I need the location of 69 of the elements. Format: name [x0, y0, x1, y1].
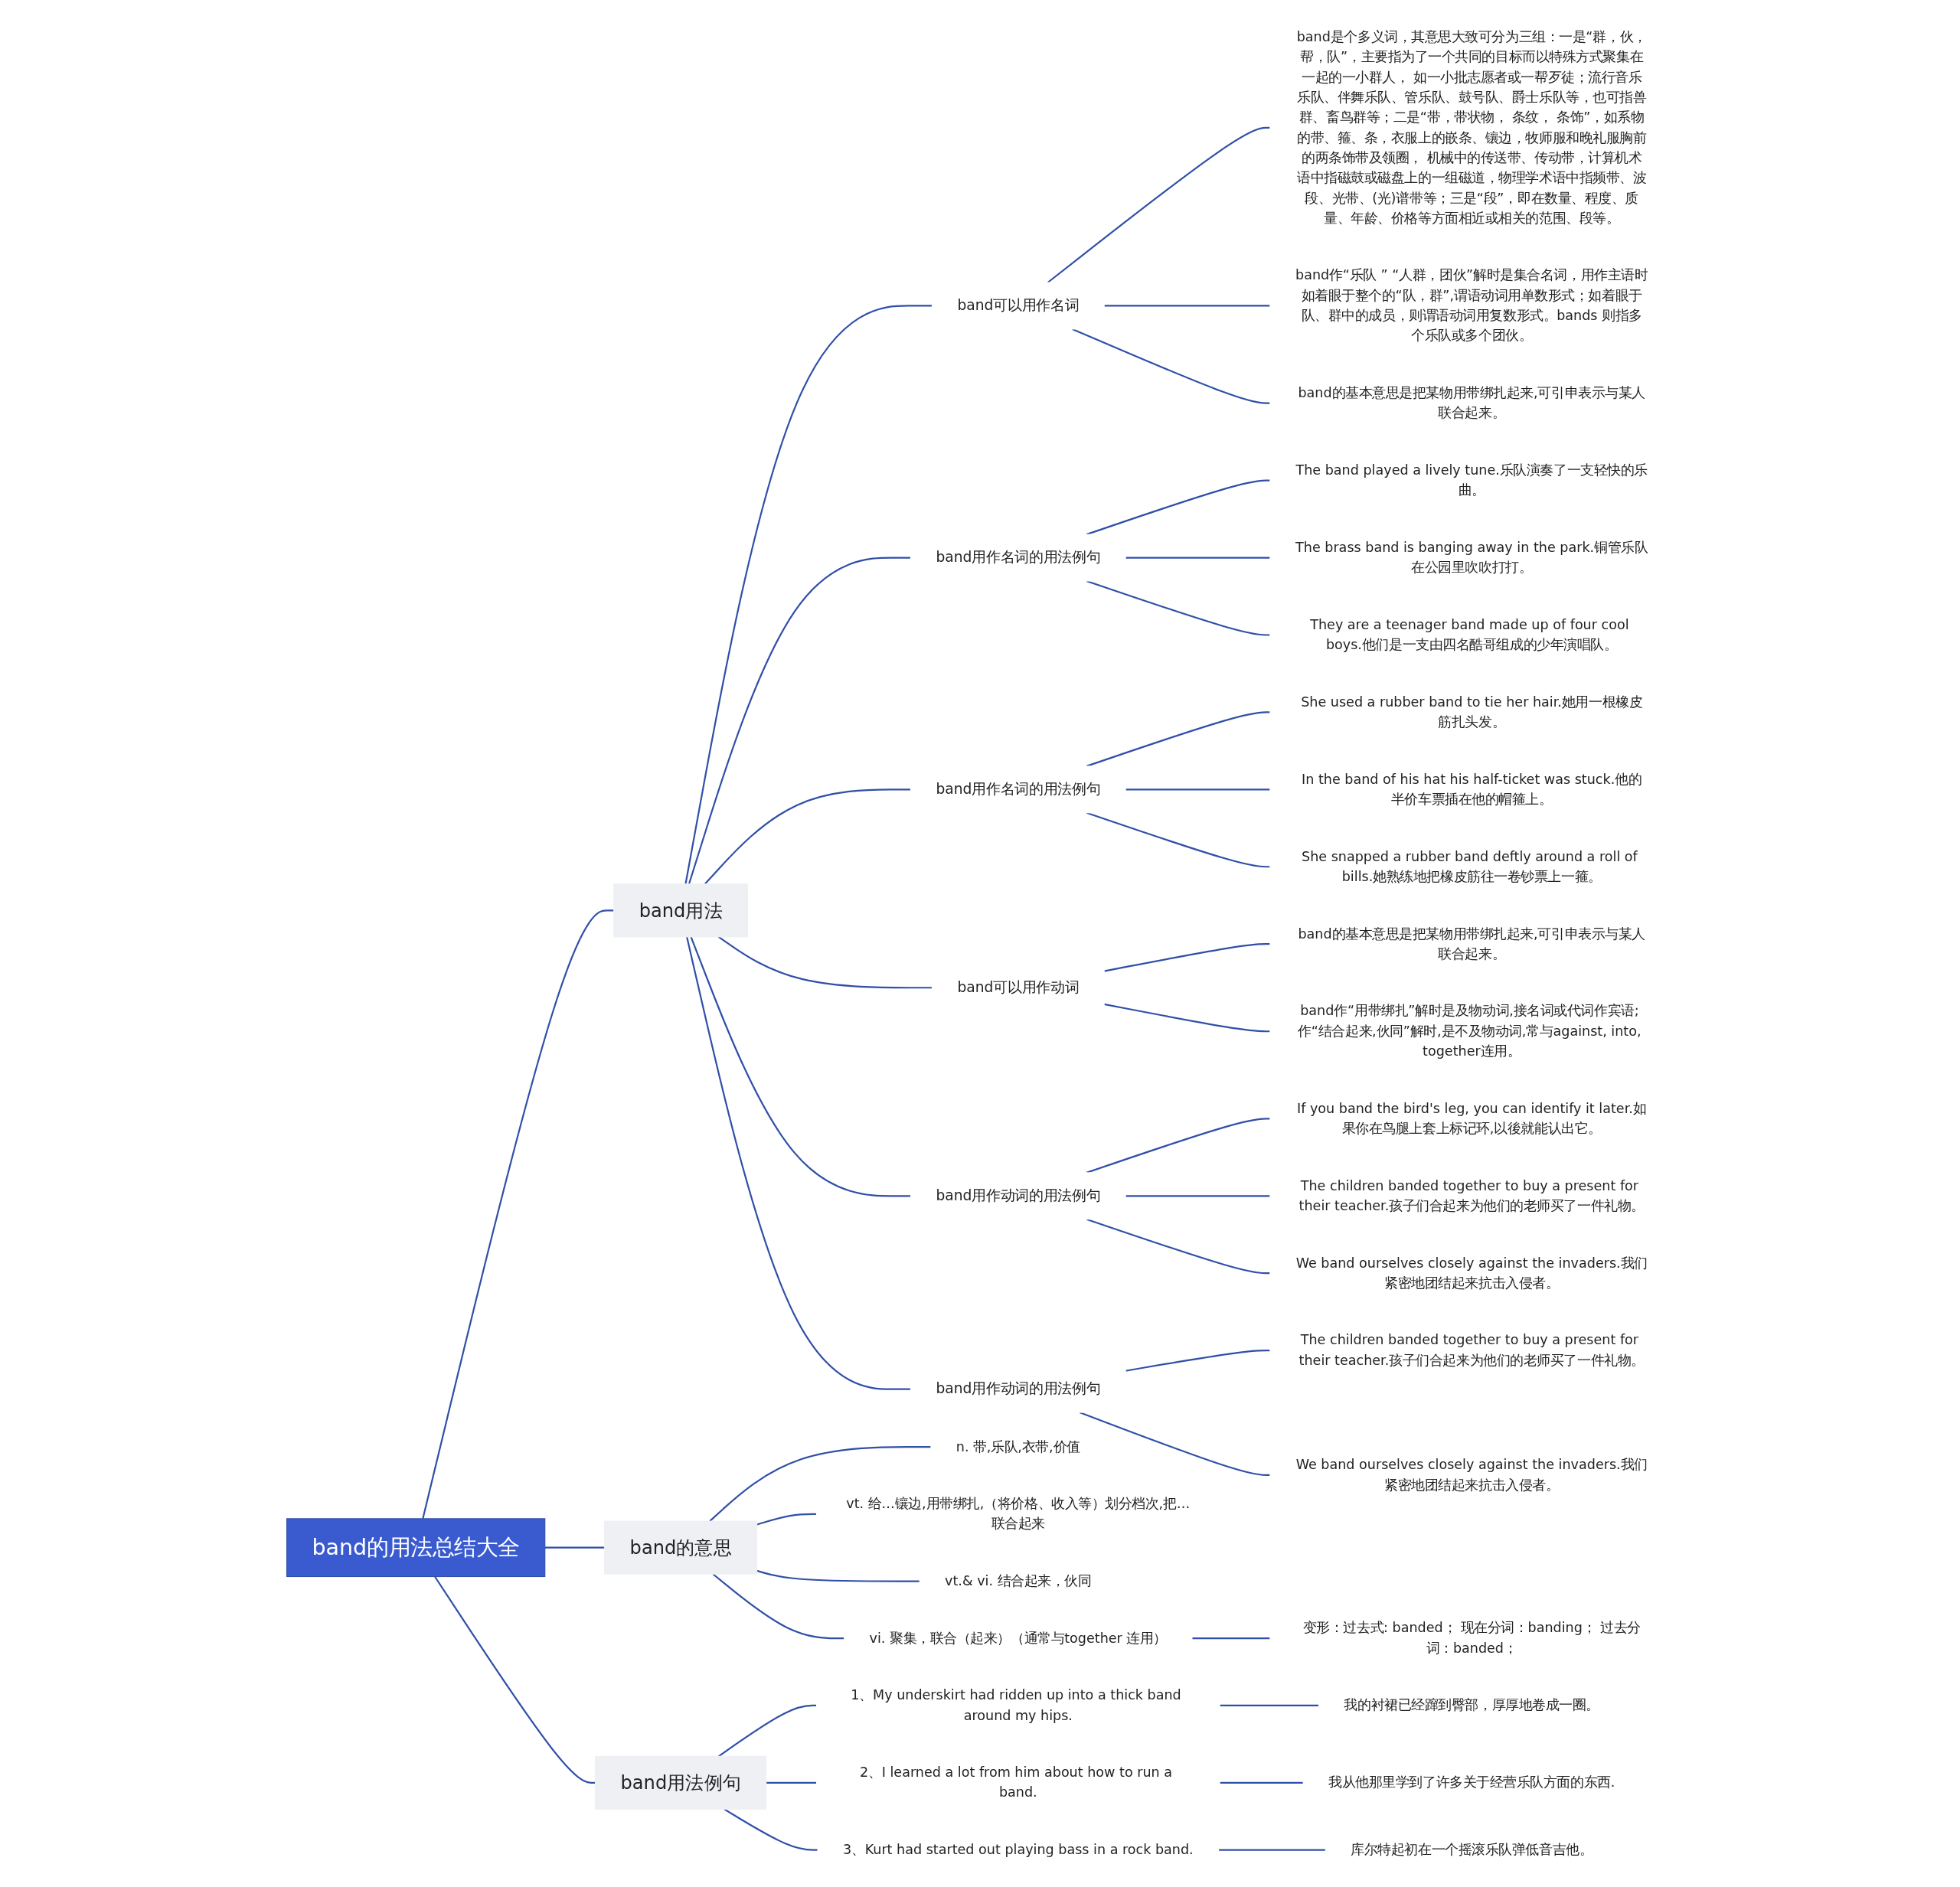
connector [717, 1704, 817, 1758]
connector [756, 1569, 920, 1582]
node-text: 库尔特起初在一个摇滚乐队弹低音吉他。 [1351, 1841, 1593, 1858]
node-text: band的基本意思是把某物用带绑扎起来,可引申表示与某人联合起来。 [1298, 926, 1645, 962]
connector [1086, 479, 1270, 536]
connector [1191, 1637, 1270, 1640]
node-text: The children banded together to buy a present for their teacher.孩子们合起来为他们的老师买了一件礼物。 [1298, 1177, 1645, 1214]
node-text: The brass band is banging away in the park.铜管乐队在公园里吹吹打打。 [1295, 539, 1648, 576]
node-text: band可以用作动词 [957, 978, 1080, 996]
node-box: band用法例句 [595, 1755, 767, 1810]
node-text: 变形：过去式: banded； 现在分词：banding； 过去分词：banded； [1302, 1620, 1641, 1657]
node-text: 我从他那里学到了许多关于经营乐队方面的东西. [1328, 1774, 1615, 1791]
connector [434, 1575, 596, 1784]
node-text: In the band of his hat his half-ticket was stuck.他的半价车票插在他的帽箍上。 [1302, 771, 1642, 808]
node-text: band是个多义词，其意思大致可分为三组：一是“群，伙，帮，队”，主要指为了一个共同的目标而以特殊方式聚集在一起的一小群人， 如一小批志愿者或一帮歹徒；流行音乐乐队、伴舞乐队、管乐队、鼓号队、爵士乐队等，也可指兽群、畜鸟群等；二是“带，带状物， 条纹， 条饰”，如系物的带、箍、条，衣服上的嵌条、镶边，牧师服和晚礼服胸前的两条饰带及领圈， 机械中的传送带、传动带，计算机术语中指磁鼓或磁盘上的一组磁道，物理学术语中指频带、波段、光带、(光)谱带等；三是“段”，即在数量、程度、质量、年龄、价格等方面相近或相关的范围、段等。 [1296, 28, 1647, 227]
connector [686, 936, 911, 1390]
node-box: band的用法总结大全 [286, 1518, 546, 1578]
node-text: They are a teenager band made up of four cool boys.他们是一支由四名酷哥组成的少年演唱队。 [1310, 616, 1629, 653]
node-text: band作“用带绑扎”解时是及物动词,接名词或代词作宾语; 作“结合起来,伙同”解时,是不及物动词,常与against, into, together连用。 [1298, 1002, 1642, 1059]
node-text: She used a rubber band to tie her hair.她用一根橡皮筋扎头发。 [1301, 694, 1643, 730]
node-text: We band ourselves closely against the invaders.我们紧密地团结起来抗击入侵者。 [1295, 1255, 1648, 1291]
node-text: band用作名词的用法例句 [936, 548, 1101, 566]
connector [690, 936, 911, 1197]
connector [1079, 1412, 1270, 1476]
connector [1086, 711, 1270, 767]
connector [709, 1445, 931, 1522]
node-text: 2、I learned a lot from him about how to run a band. [860, 1764, 1173, 1800]
connector [1125, 557, 1270, 559]
connector [1104, 305, 1270, 307]
node-text: vt. 给…镶边,用带绑扎,（将价格、收入等）划分档次,把…联合起来 [846, 1495, 1191, 1532]
node-text: band用作动词的用法例句 [936, 1187, 1101, 1204]
connector [704, 788, 911, 885]
node-box: band用法 [613, 883, 749, 938]
connector [1220, 1704, 1319, 1706]
node-text: band可以用作名词 [957, 296, 1080, 314]
connector [756, 1513, 817, 1526]
connector [1220, 1781, 1304, 1784]
node-text: The band played a lively tune.乐队演奏了一支轻快的乐曲。 [1295, 462, 1648, 498]
node-text: band作“乐队 ” “人群，团伙”解时是集合名词，用作主语时如着眼于整个的“队，群”,谓语动词用单数形式；如着眼于队、群中的成员，则谓语动词用复数形式。bands 则指多个乐队或多个团伙。 [1295, 266, 1648, 344]
node-text: n. 带,乐队,衣带,价值 [956, 1438, 1080, 1454]
connector [684, 305, 933, 884]
connector [688, 557, 911, 885]
node-text: band用作动词的用法例句 [936, 1379, 1101, 1397]
node-box: band的意思 [604, 1520, 758, 1575]
node-text: vi. 聚集，联合（起来）（通常与together 连用） [869, 1630, 1168, 1647]
connector [1086, 811, 1270, 868]
node-text: vt.& vi. 结合起来，伙同 [945, 1572, 1092, 1589]
connector [712, 1573, 844, 1640]
node-text: We band ourselves closely against the invaders.我们紧密地团结起来抗击入侵者。 [1295, 1456, 1648, 1493]
connector [544, 1546, 605, 1549]
connector [766, 1781, 817, 1784]
connector [1072, 328, 1270, 404]
node-text: band的基本意思是把某物用带绑扎起来,可引申表示与某人联合起来。 [1298, 384, 1645, 421]
node-text: 我的衬裙已经蹿到臀部，厚厚地卷成一圈。 [1344, 1696, 1599, 1713]
node-text: band用作名词的用法例句 [936, 780, 1101, 798]
connector [1047, 126, 1270, 283]
node-text: 1、My underskirt had ridden up into a thick band around my hips. [851, 1686, 1181, 1723]
connector [422, 909, 614, 1520]
node-text: 3、Kurt had started out playing bass in a rock band. [842, 1841, 1194, 1858]
connector [1125, 1195, 1270, 1197]
connector [717, 935, 933, 989]
connector [1218, 1849, 1326, 1851]
node-text: She snapped a rubber band deftly around a roll of bills.她熟练地把橡皮筋往一卷钞票上一箍。 [1302, 848, 1638, 885]
connector [724, 1808, 818, 1851]
connector [1125, 788, 1270, 791]
connector [1086, 1118, 1270, 1174]
connector [1086, 1218, 1270, 1275]
node-text: The children banded together to buy a present for their teacher.孩子们合起来为他们的老师买了一件礼物。 [1298, 1332, 1645, 1369]
node-text: If you band the bird's leg, you can identify it later.如果你在鸟腿上套上标记环,以後就能认出它。 [1297, 1100, 1647, 1137]
